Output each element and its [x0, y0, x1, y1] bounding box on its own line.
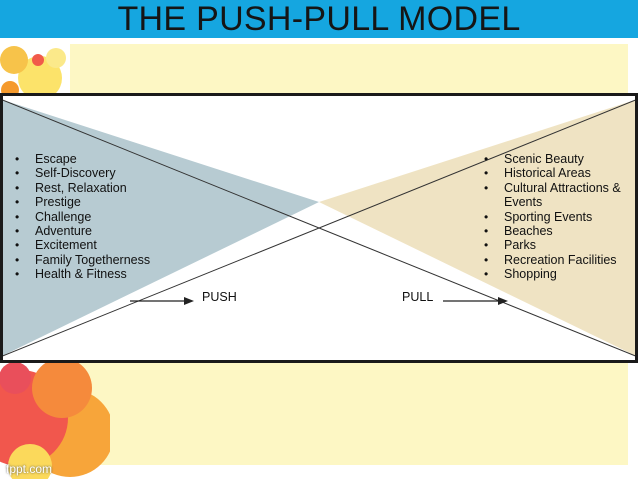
list-item: Prestige: [13, 195, 213, 210]
list-item: Sporting Events: [482, 210, 638, 225]
list-item: Challenge: [13, 210, 213, 225]
push-factors-list: Escape Self-Discovery Rest, Relaxation P…: [13, 152, 213, 282]
pull-factors-list: Scenic Beauty Historical Areas Cultural …: [482, 152, 638, 282]
list-item: Self-Discovery: [13, 166, 213, 181]
list-item: Beaches: [482, 224, 638, 239]
list-item: Shopping: [482, 267, 638, 282]
list-item: Excitement: [13, 238, 213, 253]
watermark: fppt.com: [6, 462, 53, 476]
list-item: Family Togetherness: [13, 253, 213, 268]
push-label: PUSH: [202, 290, 237, 304]
list-item: Rest, Relaxation: [13, 181, 213, 196]
list-item: Cultural Attractions & Events: [482, 181, 638, 210]
pull-label: PULL: [402, 290, 434, 304]
list-item: Historical Areas: [482, 166, 638, 181]
title-bar: [0, 0, 638, 38]
list-item: Scenic Beauty: [482, 152, 638, 167]
list-item: Parks: [482, 238, 638, 253]
list-item: Health & Fitness: [13, 267, 213, 282]
list-item: Recreation Facilities: [482, 253, 638, 268]
slide-title: THE PUSH-PULL MODEL: [117, 0, 521, 38]
list-item: Escape: [13, 152, 213, 167]
list-item: Adventure: [13, 224, 213, 239]
push-pull-diagram: Escape Self-Discovery Rest, Relaxation P…: [0, 93, 638, 363]
